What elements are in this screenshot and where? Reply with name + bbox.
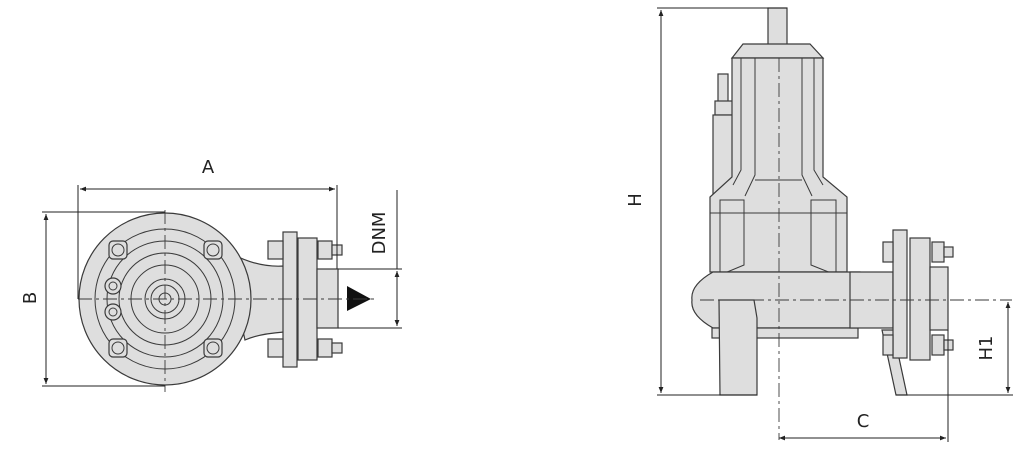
outlet-block <box>316 268 339 329</box>
dimension-dnm-label: DNM <box>369 212 390 255</box>
cable-gland <box>717 73 729 103</box>
outlet-flange-1 <box>282 231 298 368</box>
left-foot <box>718 299 758 396</box>
flow-arrow-icon <box>347 286 371 311</box>
motor-cap <box>730 43 825 59</box>
casing-bolts <box>104 240 223 358</box>
flange-bolts <box>267 240 343 358</box>
dimension-c-label: C <box>857 411 870 432</box>
dimension-h1-label: H1 <box>976 336 997 361</box>
side-view: H H1 C <box>625 7 1013 442</box>
dimension-a-label: A <box>202 157 215 178</box>
side-flange-1 <box>892 229 908 359</box>
side-outlet-block <box>929 266 949 331</box>
dimension-b-label: B <box>20 292 41 304</box>
lifting-stem <box>767 7 788 46</box>
front-view: A B DNM <box>20 157 402 392</box>
side-flange-2 <box>909 237 931 361</box>
dimension-h-label: H <box>625 193 646 207</box>
